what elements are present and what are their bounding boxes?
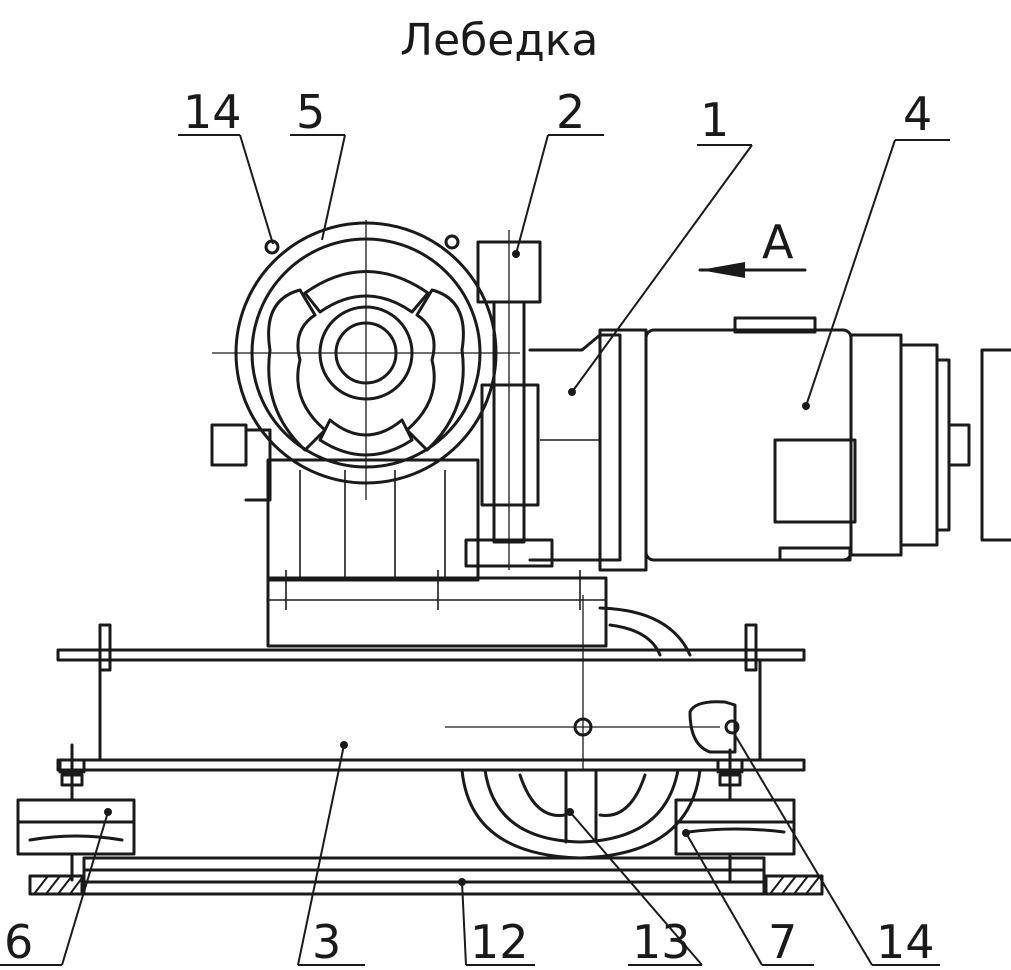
callout-6: 6 bbox=[0, 808, 112, 969]
frame-beam bbox=[56, 595, 806, 772]
callout-13: 13 bbox=[566, 808, 703, 969]
view-arrow-a: A bbox=[698, 215, 807, 278]
callout-5: 5 bbox=[290, 85, 346, 241]
gearbox-base bbox=[266, 570, 608, 648]
gearbox-housing bbox=[210, 423, 480, 582]
drawing-title: Лебедка bbox=[400, 15, 598, 66]
callout-4: 4 bbox=[802, 87, 950, 410]
callout-label: 3 bbox=[312, 915, 341, 969]
base-plate bbox=[28, 856, 824, 896]
callout-label: 13 bbox=[632, 915, 691, 969]
callout-label: 1 bbox=[700, 93, 729, 147]
callout-label: 12 bbox=[470, 915, 529, 969]
shock-absorber-right bbox=[674, 748, 796, 882]
callout-label: 2 bbox=[556, 85, 585, 139]
callout-3: 3 bbox=[297, 741, 365, 969]
shock-absorber-left bbox=[16, 743, 136, 882]
callout-label: 7 bbox=[768, 915, 797, 969]
callout-14-bottom: 14 bbox=[734, 734, 940, 969]
motor bbox=[644, 316, 1011, 562]
callout-12: 12 bbox=[458, 878, 535, 969]
callout-label: 6 bbox=[4, 915, 33, 969]
callout-2: 2 bbox=[512, 85, 604, 258]
view-label: A bbox=[762, 215, 794, 269]
sensor bbox=[688, 700, 740, 754]
callout-1: 1 bbox=[568, 93, 753, 396]
callout-label: 5 bbox=[296, 85, 325, 139]
brake bbox=[464, 230, 554, 570]
reducer-housing bbox=[528, 328, 648, 572]
callout-label: 4 bbox=[903, 87, 932, 141]
callout-7: 7 bbox=[682, 829, 814, 969]
traction-sheave bbox=[212, 220, 520, 500]
callout-14-top: 14 bbox=[178, 85, 274, 245]
callout-label: 14 bbox=[183, 85, 242, 139]
callout-label: 14 bbox=[876, 915, 935, 969]
